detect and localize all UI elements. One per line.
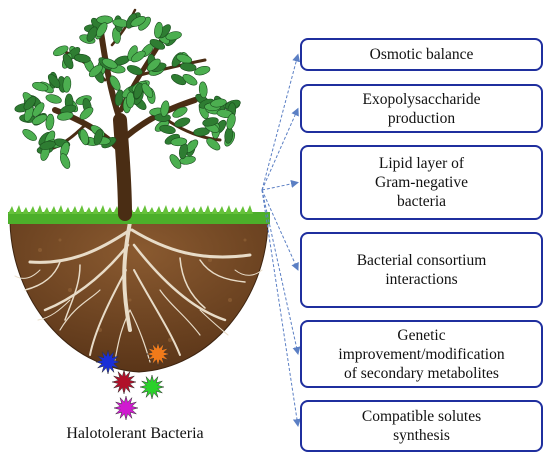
leaf [149,39,166,50]
box-text: Bacterial consortium interactions [357,251,487,289]
leaf [79,128,89,146]
leaf [226,113,236,130]
box-text-line: production [387,109,456,127]
leaf [22,129,37,141]
leaf [101,58,118,69]
box-text-line: Osmotic balance [369,46,474,63]
leaf [53,45,69,57]
connector-arrow [261,180,299,191]
leaf [62,76,72,93]
leaf [47,73,61,89]
grass-strip [8,205,270,224]
box-text: Lipid layer of Gram-negative bacteria [375,154,468,211]
leaf [86,26,98,42]
connector-arrows [261,53,301,427]
leaf [171,74,187,86]
box-text: Compatible solutes synthesis [362,407,481,445]
bacterium-icon [95,349,121,375]
leaf [62,53,74,70]
leaf [39,140,56,150]
bacterium-icon [139,374,165,400]
leaf [210,98,227,108]
box-text-line: Lipid layer of [378,155,465,172]
leaf [45,94,62,104]
leaf [202,117,219,127]
box-text-line: improvement/modification [338,345,505,363]
mechanism-box-lipid-layer: Lipid layer of Gram-negative bacteria [300,145,543,220]
bacterium-icon [113,395,139,421]
leaf [32,81,49,92]
leaf [126,65,143,76]
leaf [31,114,48,125]
leaf [133,82,144,99]
mechanism-box-osmotic-balance: Osmotic balance [300,38,543,71]
leaf [159,124,176,135]
connector-arrow [261,189,301,355]
leaf [170,137,188,147]
leaf [74,53,91,63]
leaf [182,74,198,86]
leaf [176,53,193,64]
bacteria-cluster [95,341,171,421]
leaf [198,81,208,99]
tree-foliage [14,12,241,169]
leaf [59,153,71,169]
leaf [160,100,170,117]
leaf [32,102,45,117]
leaf [114,89,124,106]
leaf [23,96,37,111]
box-text-line: synthesis [393,427,450,444]
leaf [172,106,188,118]
box-text-line: Bacterial consortium [356,252,487,269]
leaf [79,106,94,120]
bacterium-icon [145,341,171,367]
soil-hemisphere [9,221,269,373]
leaf [169,154,182,169]
leaf [130,50,146,63]
soil-texture [38,238,247,342]
leaf [154,21,163,39]
connector-arrow [261,189,301,427]
connector-arrow [261,53,301,191]
leaf [45,113,55,131]
leaf [130,16,146,27]
leaf [165,31,182,41]
leaf [93,129,103,146]
bacterium-icon [111,369,137,395]
leaf [179,62,197,72]
leaf [194,65,211,76]
leaf [57,111,74,121]
root-system [14,220,263,363]
leaf [146,58,161,72]
box-text-line: Gram-negative [375,174,468,191]
box-text-line: Exopolysaccharide [362,90,481,108]
box-text: Osmotic balance [370,45,474,64]
leaf [206,137,221,151]
leaf [96,22,108,38]
box-text-line: Genetic [397,326,446,344]
caption-label: Halotolerant Bacteria [66,425,204,442]
mechanism-box-compatible-solutes: Compatible solutes synthesis [300,400,543,452]
box-text-line: Compatible solutes [361,408,482,425]
box-text-line: of secondary metabolites [344,364,499,382]
box-text-line: interactions [385,271,458,288]
leaf [141,83,154,98]
mechanism-box-consortium: Bacterial consortium interactions [300,232,543,308]
leaf [174,117,191,128]
box-text-line: bacteria [396,193,447,210]
